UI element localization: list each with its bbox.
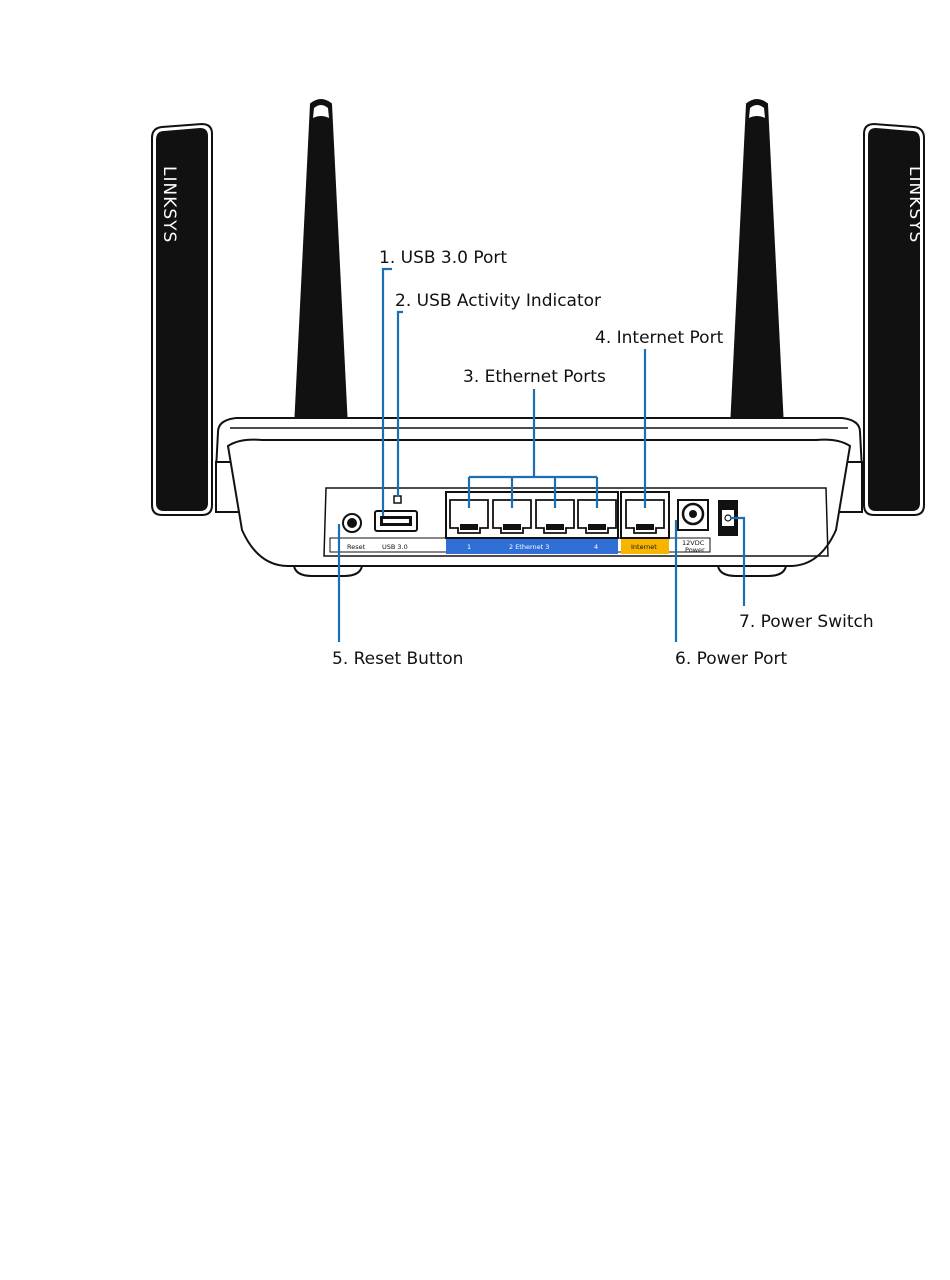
callout-usb-activity: 2. USB Activity Indicator bbox=[395, 291, 601, 311]
reset-button[interactable] bbox=[343, 514, 361, 532]
eth-1-panel-label: 1 bbox=[467, 543, 471, 551]
callout-ethernet-ports: 3. Ethernet Ports bbox=[463, 367, 606, 387]
eth-4-panel-label: 4 bbox=[594, 543, 598, 551]
left-outer-antenna: LINKSYS bbox=[152, 124, 212, 515]
usb-panel-label: USB 3.0 bbox=[382, 543, 408, 551]
internet-panel-label: Internet bbox=[631, 543, 657, 551]
callout-usb-port: 1. USB 3.0 Port bbox=[379, 248, 507, 268]
callout-power-switch: 7. Power Switch bbox=[739, 612, 874, 632]
power-panel-label-2: Power bbox=[685, 546, 705, 554]
usb-3-port[interactable] bbox=[375, 511, 417, 531]
reset-panel-label: Reset bbox=[347, 543, 366, 551]
right-outer-antenna: LINKSYS bbox=[864, 124, 925, 515]
eth-middle-panel-label: 2 Ethernet 3 bbox=[509, 543, 549, 551]
power-port[interactable] bbox=[678, 500, 708, 530]
callout-reset-button: 5. Reset Button bbox=[332, 649, 463, 669]
right-antenna-logo: LINKSYS bbox=[905, 166, 925, 243]
callout-internet-port: 4. Internet Port bbox=[595, 328, 724, 348]
callout-power-port: 6. Power Port bbox=[675, 649, 787, 669]
left-antenna-logo: LINKSYS bbox=[159, 166, 179, 243]
usb-activity-led bbox=[394, 496, 401, 503]
